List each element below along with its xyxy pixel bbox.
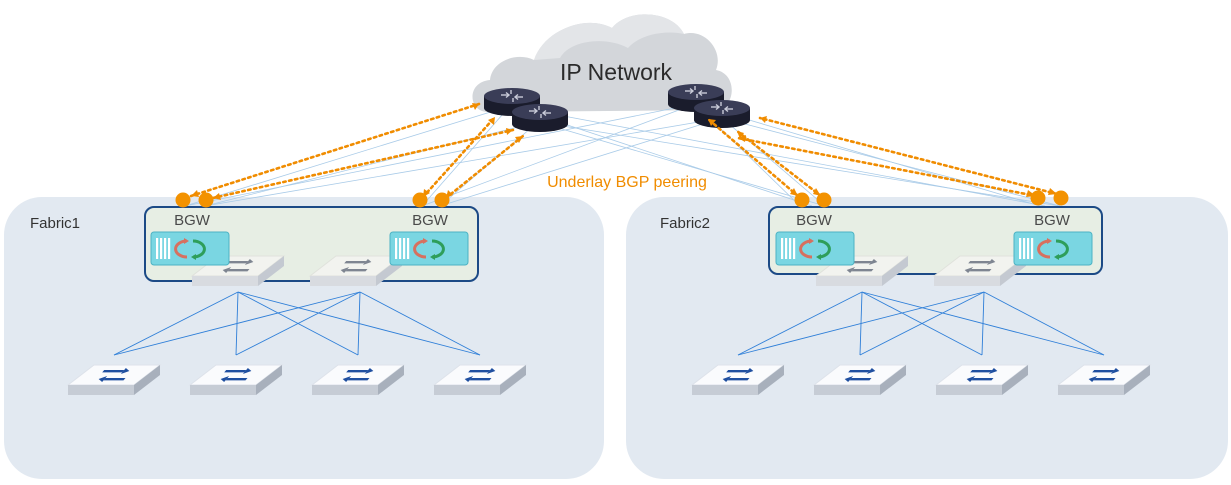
bgw-label: BGW xyxy=(1034,212,1071,229)
peering-endpoint-dot xyxy=(816,192,832,208)
peering-endpoint-dot xyxy=(175,192,191,208)
peering-endpoint-dot xyxy=(1030,190,1046,206)
peering-endpoint-dot xyxy=(412,192,428,208)
bgw-device-icon xyxy=(149,230,231,267)
bgw-label: BGW xyxy=(412,212,449,229)
bgp-peering-lines xyxy=(189,102,1059,200)
fabric2-links xyxy=(737,291,1105,356)
bgw-device-icon xyxy=(774,230,856,267)
fabric1-links xyxy=(113,291,481,356)
peering-endpoint-dot xyxy=(198,192,214,208)
bgw-device-icon xyxy=(388,230,470,267)
peering-label: Underlay BGP peering xyxy=(547,174,707,191)
cloud-bgw-links xyxy=(184,103,1061,207)
fabric2-label: Fabric2 xyxy=(660,215,710,232)
bgw-device-icon xyxy=(1012,230,1094,267)
bgw-label: BGW xyxy=(174,212,211,229)
cloud-icon xyxy=(472,14,732,113)
cloud-label: IP Network xyxy=(560,59,673,85)
router-icon xyxy=(693,99,751,129)
bgw-label: BGW xyxy=(796,212,833,229)
peering-endpoint-dots xyxy=(175,190,1069,208)
router-icon xyxy=(511,103,569,133)
peering-endpoint-dot xyxy=(794,192,810,208)
fabric1-label: Fabric1 xyxy=(30,215,80,232)
peering-endpoint-dot xyxy=(1053,190,1069,206)
peering-endpoint-dot xyxy=(434,192,450,208)
